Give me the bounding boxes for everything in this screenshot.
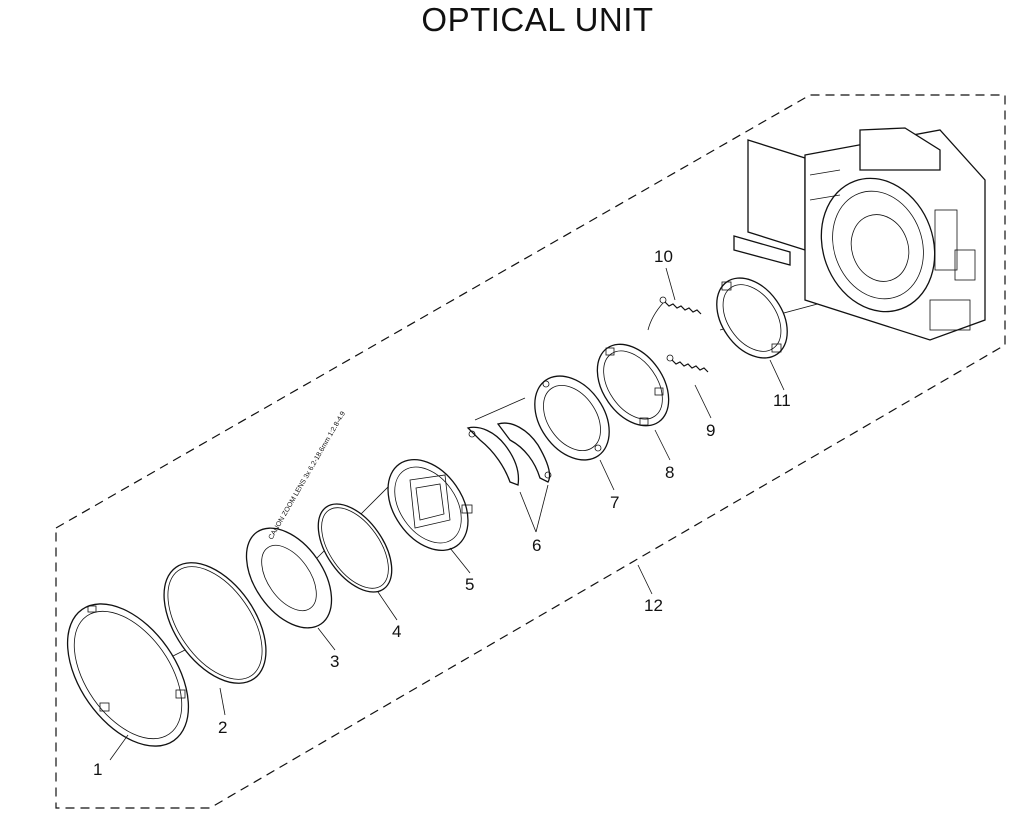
part-2-ring — [163, 562, 267, 684]
part-8-tab-ring — [596, 343, 670, 427]
callout-4: 4 — [392, 622, 401, 641]
part-10-spring — [647, 296, 702, 331]
callout-6: 6 — [532, 536, 541, 555]
part-1-front-ring — [66, 603, 190, 747]
assembly-boundary — [55, 94, 1006, 809]
callout-1: 1 — [93, 760, 102, 779]
callout-11: 11 — [773, 391, 791, 410]
part-7-base-plate — [534, 375, 610, 461]
callout-2: 2 — [218, 718, 227, 737]
callout-8: 8 — [665, 463, 674, 482]
callout-10: 10 — [654, 247, 673, 266]
optical-unit-body — [733, 127, 986, 341]
callout-7: 7 — [610, 493, 619, 512]
leader-lines — [109, 267, 785, 761]
callout-5: 5 — [465, 575, 474, 594]
callout-3: 3 — [330, 652, 339, 671]
part-4-ring — [317, 503, 393, 593]
callout-12: 12 — [644, 596, 663, 615]
diagram-title: OPTICAL UNIT — [421, 1, 654, 38]
part-9-spring — [666, 354, 709, 373]
part-6-blades — [466, 422, 552, 486]
callout-9: 9 — [706, 421, 715, 440]
part-5-aperture-ring — [387, 458, 473, 552]
part-11-mount-ring — [716, 277, 788, 359]
callout-labels: 1 2 3 4 5 6 7 8 9 10 11 12 — [93, 247, 791, 779]
